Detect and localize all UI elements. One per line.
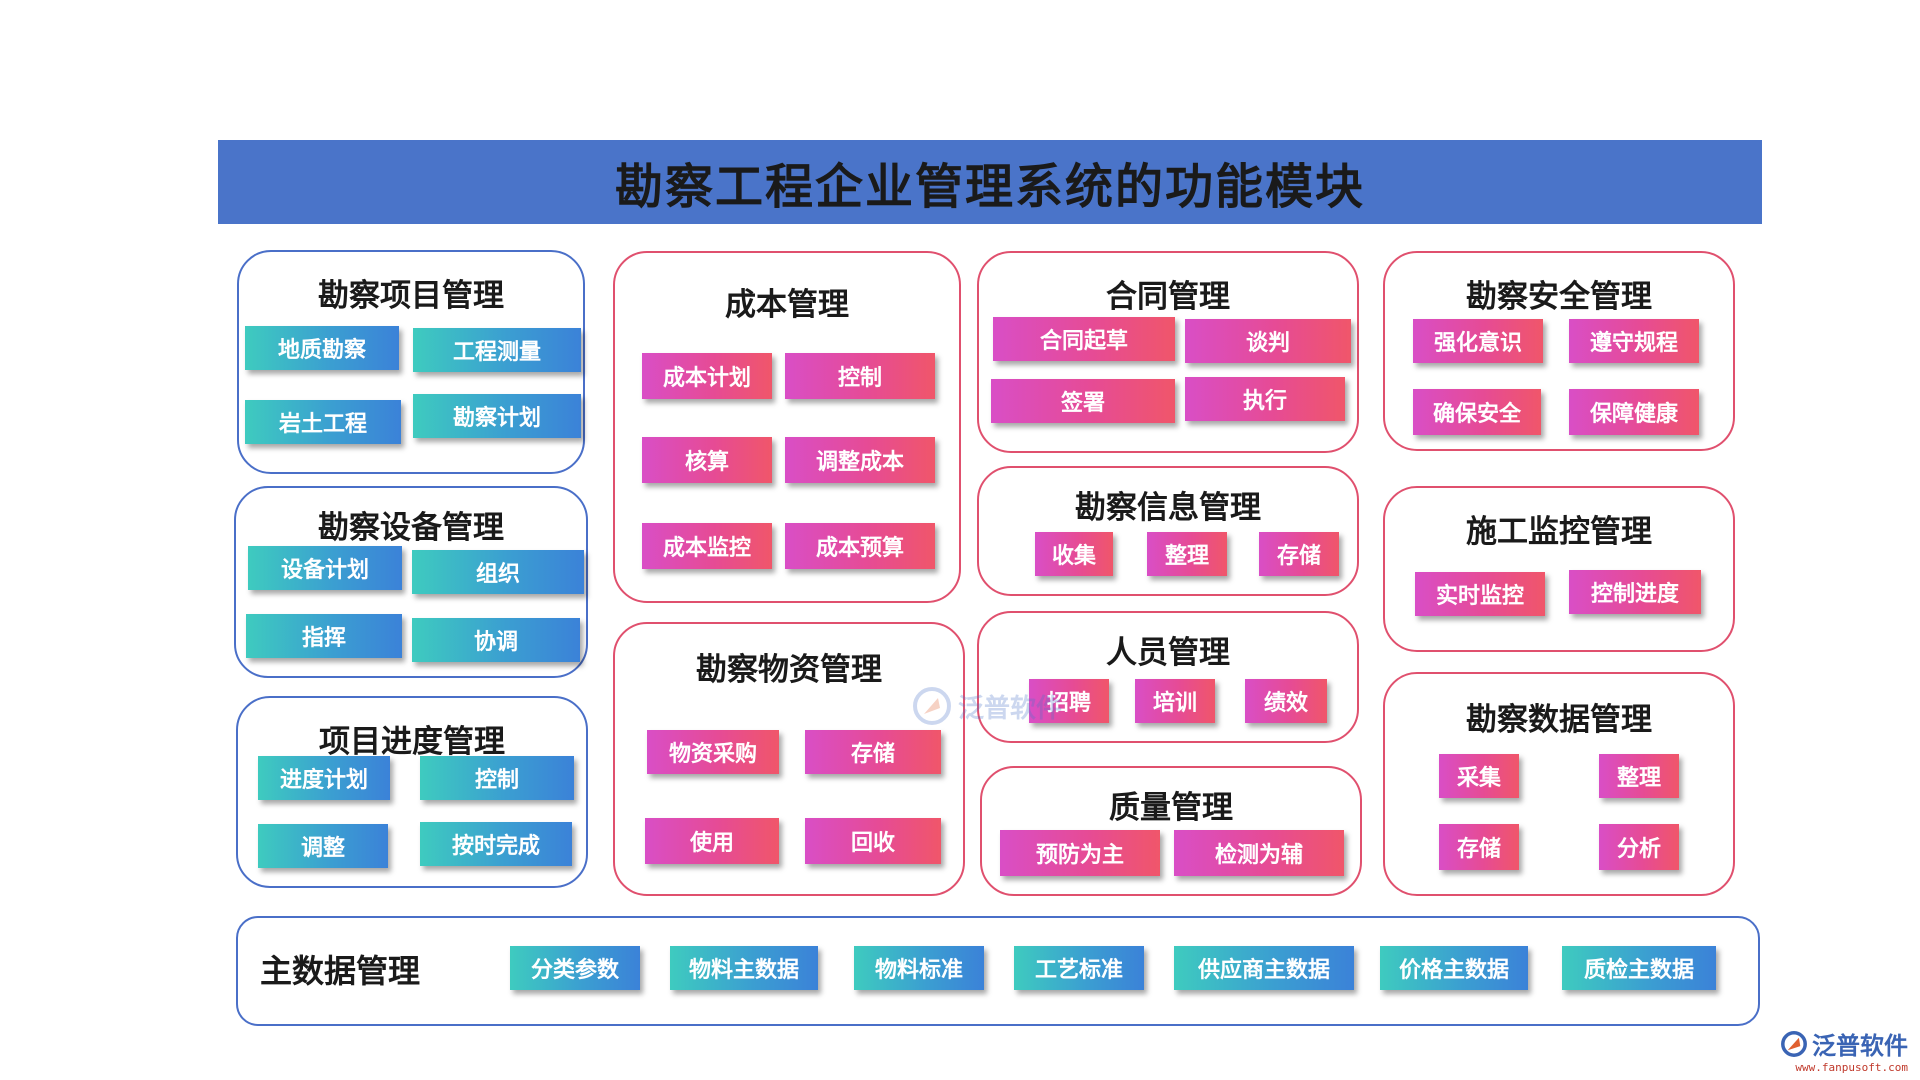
module-title: 合同管理 [1106, 279, 1230, 315]
module-safety: 勘察安全管理 强化意识 遵守规程 确保安全 保障健康 [1383, 251, 1735, 451]
item-supplier-master[interactable]: 供应商主数据 [1174, 946, 1354, 990]
item-realtime-monitor[interactable]: 实时监控 [1415, 572, 1545, 616]
fanpu-logo-icon [1781, 1030, 1807, 1057]
item-material-master[interactable]: 物料主数据 [670, 946, 818, 990]
item-progress-plan[interactable]: 进度计划 [258, 756, 390, 800]
item-acquire[interactable]: 采集 [1439, 754, 1519, 798]
item-awareness[interactable]: 强化意识 [1413, 319, 1543, 363]
item-analyze[interactable]: 分析 [1599, 824, 1679, 870]
item-adjust-cost[interactable]: 调整成本 [785, 437, 935, 483]
item-accounting[interactable]: 核算 [642, 437, 772, 483]
module-title: 成本管理 [725, 287, 849, 323]
item-storage[interactable]: 存储 [1259, 532, 1339, 576]
item-qc-master[interactable]: 质检主数据 [1562, 946, 1716, 990]
module-data: 勘察数据管理 采集 整理 存储 分析 [1383, 672, 1735, 896]
item-storage[interactable]: 存储 [805, 730, 941, 774]
module-contract: 合同管理 合同起草 谈判 签署 执行 [977, 251, 1359, 453]
item-sign[interactable]: 签署 [991, 379, 1175, 423]
item-control-progress[interactable]: 控制进度 [1569, 570, 1701, 614]
item-recruit[interactable]: 招聘 [1029, 679, 1109, 723]
item-control[interactable]: 控制 [420, 756, 574, 800]
item-recycle[interactable]: 回收 [805, 818, 941, 864]
item-inspection[interactable]: 检测为辅 [1174, 830, 1344, 876]
brand-name: 泛普软件 [1812, 1032, 1908, 1060]
item-equipment-plan[interactable]: 设备计划 [248, 546, 402, 590]
brand-url[interactable]: www.fanpusoft.com [1795, 1061, 1908, 1074]
item-organize[interactable]: 组织 [412, 550, 584, 594]
item-command[interactable]: 指挥 [246, 614, 402, 658]
module-master-data: 主数据管理 分类参数 物料主数据 物料标准 工艺标准 供应商主数据 价格主数据 … [236, 916, 1760, 1026]
module-quality: 质量管理 预防为主 检测为辅 [980, 766, 1362, 896]
item-adjust[interactable]: 调整 [258, 824, 388, 868]
module-title: 勘察物资管理 [696, 652, 882, 688]
item-organize[interactable]: 整理 [1599, 754, 1679, 798]
item-cost-monitor[interactable]: 成本监控 [642, 523, 772, 569]
item-training[interactable]: 培训 [1135, 679, 1215, 723]
item-cost-budget[interactable]: 成本预算 [785, 523, 935, 569]
module-personnel: 人员管理 招聘 培训 绩效 [977, 611, 1359, 743]
item-geological-survey[interactable]: 地质勘察 [245, 326, 399, 370]
item-price-master[interactable]: 价格主数据 [1380, 946, 1528, 990]
module-info: 勘察信息管理 收集 整理 存储 [977, 466, 1359, 596]
item-organize[interactable]: 整理 [1147, 532, 1227, 576]
item-process-standard[interactable]: 工艺标准 [1014, 946, 1144, 990]
item-material-standard[interactable]: 物料标准 [854, 946, 984, 990]
module-title: 施工监控管理 [1466, 514, 1652, 550]
item-collect[interactable]: 收集 [1035, 532, 1113, 576]
module-material: 勘察物资管理 物资采购 存储 使用 回收 [613, 622, 965, 896]
module-title: 勘察设备管理 [318, 510, 504, 546]
module-title: 勘察数据管理 [1466, 702, 1652, 738]
page-title: 勘察工程企业管理系统的功能模块 [614, 159, 1365, 215]
module-title: 勘察信息管理 [1075, 490, 1261, 526]
item-purchase[interactable]: 物资采购 [647, 730, 779, 774]
module-title: 勘察项目管理 [318, 278, 504, 314]
item-prevention[interactable]: 预防为主 [1000, 830, 1160, 876]
module-cost: 成本管理 成本计划 控制 核算 调整成本 成本监控 成本预算 [613, 251, 961, 603]
item-storage[interactable]: 存储 [1439, 824, 1519, 870]
item-use[interactable]: 使用 [645, 818, 779, 864]
item-on-time[interactable]: 按时完成 [420, 822, 572, 866]
item-performance[interactable]: 绩效 [1245, 679, 1327, 723]
item-cost-plan[interactable]: 成本计划 [642, 353, 772, 399]
module-title: 项目进度管理 [319, 724, 505, 760]
brand-logo[interactable]: 泛普软件 www.fanpusoft.com [1780, 1026, 1908, 1074]
module-progress: 项目进度管理 进度计划 控制 调整 按时完成 [236, 696, 588, 888]
module-construction: 施工监控管理 实时监控 控制进度 [1383, 486, 1735, 652]
item-regulations[interactable]: 遵守规程 [1569, 319, 1699, 363]
master-data-title: 主数据管理 [260, 952, 421, 990]
module-title: 人员管理 [1106, 635, 1230, 671]
title-bar: 勘察工程企业管理系统的功能模块 [218, 140, 1762, 224]
item-classification-params[interactable]: 分类参数 [510, 946, 640, 990]
item-contract-draft[interactable]: 合同起草 [993, 317, 1175, 361]
module-equipment: 勘察设备管理 设备计划 组织 指挥 协调 [234, 486, 588, 678]
item-coordinate[interactable]: 协调 [412, 618, 580, 662]
item-control[interactable]: 控制 [785, 353, 935, 399]
item-execute[interactable]: 执行 [1185, 377, 1345, 421]
module-title: 勘察安全管理 [1466, 279, 1652, 315]
module-title: 质量管理 [1109, 790, 1233, 826]
item-engineering-survey[interactable]: 工程测量 [413, 328, 581, 372]
item-health[interactable]: 保障健康 [1569, 389, 1699, 435]
item-survey-plan[interactable]: 勘察计划 [413, 394, 581, 438]
item-ensure-safety[interactable]: 确保安全 [1413, 389, 1541, 435]
item-geotechnical[interactable]: 岩土工程 [245, 400, 401, 444]
item-negotiate[interactable]: 谈判 [1185, 319, 1351, 363]
module-project: 勘察项目管理 地质勘察 工程测量 岩土工程 勘察计划 [237, 250, 585, 474]
